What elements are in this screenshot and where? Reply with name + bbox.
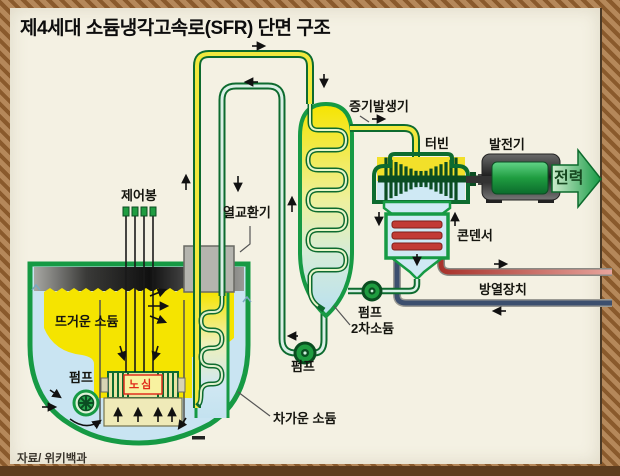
source-credit: 자료/ 위키백과 [17, 453, 87, 465]
label-control-rods: 제어봉 [121, 188, 157, 203]
label-secondary-pump: 펌프 [291, 359, 315, 374]
paper-background [10, 8, 602, 464]
label-core: 노심 [129, 379, 154, 391]
label-turbine: 터빈 [425, 136, 449, 151]
label-condenser: 콘덴서 [457, 228, 493, 243]
label-primary-pump: 펌프 [69, 370, 93, 385]
label-steam-generator: 증기발생기 [349, 99, 409, 114]
label-radiator: 방열장치 [479, 282, 527, 297]
label-power: 전력 [554, 170, 584, 187]
label-generator: 발전기 [489, 137, 525, 152]
label-feedwater-pump: 펌프 [358, 305, 382, 320]
label-hot-sodium: 뜨거운 소듐 [55, 314, 119, 329]
label-heat-exchanger: 열교환기 [223, 205, 271, 220]
label-secondary-sodium: 2차소듐 [351, 321, 395, 336]
frame-bottom-strip [0, 466, 620, 476]
label-cold-sodium: 차가운 소듐 [273, 411, 337, 426]
page-title: 제4세대 소듐냉각고속로(SFR) 단면 구조 [20, 18, 331, 39]
